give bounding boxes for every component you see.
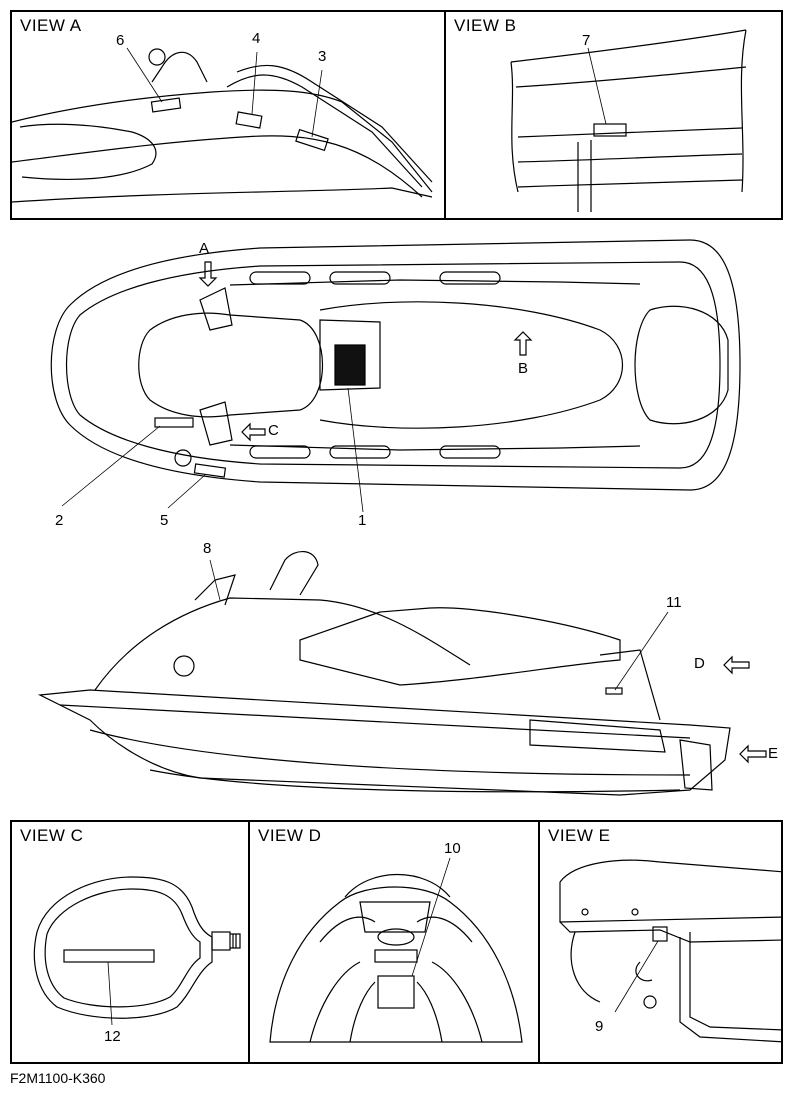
arrow-label-b: B xyxy=(518,360,529,377)
callout-4: 4 xyxy=(252,30,261,47)
callout-11: 11 xyxy=(666,594,682,611)
arrow-label-e: E xyxy=(768,745,779,762)
callout-12: 12 xyxy=(104,1028,121,1045)
callout-6: 6 xyxy=(116,32,125,49)
reference-code: F2M1100-K360 xyxy=(10,1070,106,1086)
callout-3: 3 xyxy=(318,48,327,65)
callout-10: 10 xyxy=(444,840,461,857)
callout-2: 2 xyxy=(55,512,64,529)
callout-7: 7 xyxy=(582,32,591,49)
watercraft-top-view xyxy=(50,239,741,513)
view-e-title: VIEW E xyxy=(548,826,611,845)
watercraft-side-view xyxy=(37,551,767,796)
view-c-panel: VIEW C 12 xyxy=(10,820,250,1064)
callout-8: 8 xyxy=(203,540,212,557)
callout-9: 9 xyxy=(595,1018,604,1035)
view-b-title: VIEW B xyxy=(454,16,517,35)
view-a-drawing xyxy=(12,47,433,203)
callout-1: 1 xyxy=(358,512,367,529)
view-d-drawing xyxy=(269,857,523,1043)
callout-5: 5 xyxy=(160,512,169,529)
view-d-panel: VIEW D 10 xyxy=(248,820,540,1064)
arrow-label-d: D xyxy=(694,655,705,672)
view-e-panel: VIEW E 9 xyxy=(538,820,783,1064)
view-b-panel: VIEW B 7 xyxy=(444,10,783,220)
view-d-title: VIEW D xyxy=(258,826,322,845)
arrow-label-c: C xyxy=(268,422,279,439)
arrow-label-a: A xyxy=(199,240,210,257)
view-b-drawing xyxy=(510,29,747,212)
view-a-title: VIEW A xyxy=(20,16,82,35)
view-c-drawing xyxy=(33,876,241,1026)
view-c-title: VIEW C xyxy=(20,826,84,845)
view-e-drawing xyxy=(559,859,781,1043)
view-a-panel: VIEW A 6 4 3 xyxy=(10,10,446,220)
